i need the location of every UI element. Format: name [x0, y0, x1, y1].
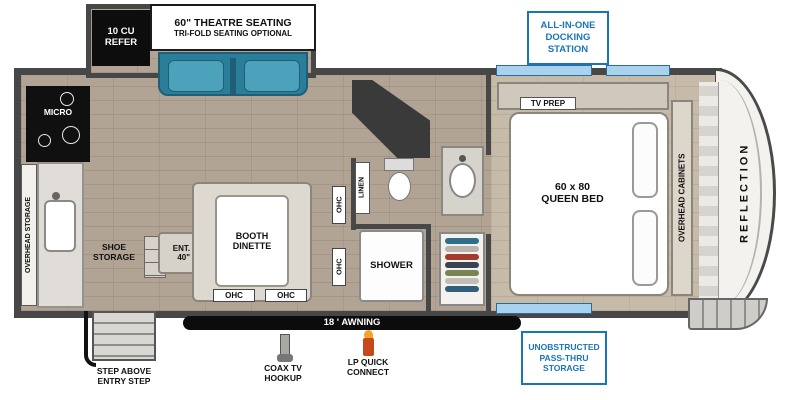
clothes-icon: [445, 262, 479, 268]
coax-hookup-label: COAX TV HOOKUP: [264, 363, 302, 383]
theatre-seat-left: [168, 60, 224, 92]
tv-prep-label: TV PREP: [520, 97, 576, 110]
clothes-icon: [445, 238, 479, 244]
interior-wall: [486, 75, 491, 155]
shower: SHOWER: [359, 230, 424, 302]
front-cap-curve-line: [720, 80, 762, 306]
refrigerator: 10 CU REFER: [92, 10, 150, 66]
interior-wall: [426, 229, 431, 311]
microwave-label: MICRO: [43, 107, 73, 118]
docking-station-callout: ALL-IN-ONE DOCKING STATION: [527, 11, 609, 65]
theatre-seating-label-line2: TRI-FOLD SEATING OPTIONAL: [173, 28, 293, 38]
entry-steps: [92, 311, 156, 361]
toilet-tank: [384, 158, 414, 171]
window: [496, 65, 592, 76]
ohc-tag: OHC: [265, 289, 307, 302]
clothes-icon: [445, 270, 479, 276]
burner-icon: [38, 134, 51, 147]
linen-closet: LINEN: [355, 162, 370, 214]
window: [496, 303, 592, 314]
clothes-icon: [445, 286, 479, 292]
hanging-wardrobe: [439, 232, 485, 306]
ohc-tag: OHC: [332, 248, 346, 286]
ohc-tag: OHC: [332, 186, 346, 224]
burner-icon: [62, 126, 80, 144]
lp-connect-icon-flame: [364, 330, 373, 340]
faucet-icon: [459, 155, 466, 162]
lp-connect-icon: [363, 338, 374, 356]
window: [606, 65, 670, 76]
vanity-sink: [449, 163, 476, 198]
overhead-cabinets-label: OVERHEAD CABINETS: [671, 100, 693, 296]
pass-thru-callout: UNOBSTRUCTED PASS-THRU STORAGE: [521, 331, 607, 385]
kitchen-sink: [44, 200, 76, 252]
toilet-bowl: [388, 172, 411, 201]
pillow: [632, 210, 658, 286]
theatre-seat-right: [244, 60, 300, 92]
coax-hookup-icon-base: [277, 354, 293, 362]
ohc-tag: OHC: [213, 289, 255, 302]
theatre-seats: [158, 52, 308, 96]
theatre-seating-label-line1: 60" THEATRE SEATING: [174, 16, 292, 29]
theatre-seating-label-box: 60" THEATRE SEATING TRI-FOLD SEATING OPT…: [150, 4, 316, 51]
front-cap-shelving: [699, 82, 719, 306]
clothes-icon: [445, 278, 479, 284]
clothes-icon: [445, 254, 479, 260]
entry-step-label: STEP ABOVE ENTRY STEP: [96, 366, 152, 386]
brand-wordmark: REFLECTION: [738, 142, 751, 244]
shoe-storage-label: SHOE STORAGE: [93, 242, 135, 262]
awning-bar: 18 ' AWNING: [183, 316, 521, 330]
faucet-icon: [52, 192, 60, 200]
theatre-seat-console: [230, 58, 236, 94]
entry-step-rail: [84, 311, 96, 367]
pillow: [632, 122, 658, 198]
lp-connect-label: LP QUICK CONNECT: [346, 357, 390, 377]
interior-wall: [351, 158, 356, 230]
kitchen-range-micro: [26, 86, 90, 162]
interior-wall: [486, 234, 491, 311]
front-cap-steps: [688, 298, 768, 330]
clothes-icon: [445, 246, 479, 252]
booth-dinette-table: BOOTH DINETTE: [215, 195, 289, 287]
overhead-storage-label: OVERHEAD STORAGE: [21, 164, 37, 306]
burner-icon: [60, 92, 74, 106]
queen-bed-label: 60 x 80 QUEEN BED: [541, 180, 604, 205]
interior-wall: [351, 224, 431, 229]
